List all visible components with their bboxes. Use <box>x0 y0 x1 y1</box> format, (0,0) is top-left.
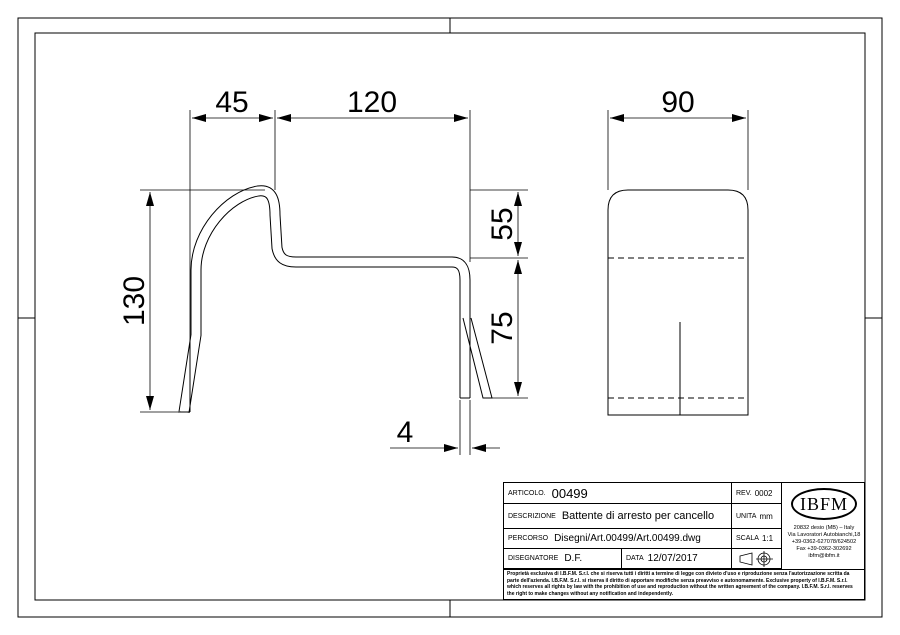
disegnatore-label: DISEGNATORE <box>508 555 559 562</box>
dim-120: 120 <box>347 86 397 119</box>
email: ibfm@ibfm.it <box>808 553 840 559</box>
address-line: 20832 desio (MB) – Italy <box>793 525 855 531</box>
data-value: 12/07/2017 <box>647 553 698 564</box>
scala-label: SCALA <box>736 535 759 542</box>
fax: Fax +39-0362-302692 <box>796 546 852 552</box>
unita-value: mm <box>759 511 773 521</box>
front-view-part <box>178 185 493 413</box>
side-view-part <box>607 189 749 416</box>
articolo-value: 00499 <box>551 485 588 501</box>
dim-90: 90 <box>661 86 694 119</box>
percorso-label: PERCORSO <box>508 535 549 542</box>
rev-value: 0002 <box>754 488 773 498</box>
dimension-lines <box>140 110 749 455</box>
address-line: Via Lavoratori Autobianchi,18 <box>787 532 861 538</box>
company-logo: IBFM 20832 desio (MB) – Italy Via Lavora… <box>781 483 866 569</box>
legal-notice: Proprietà esclusiva di I.B.F.M. S.r.l. c… <box>507 571 853 597</box>
articolo-label: ARTICOLO. <box>508 489 546 497</box>
descrizione-label: DESCRIZIONE <box>508 512 556 520</box>
percorso-value: Disegni/Art.00499/Art.00499.dwg <box>554 533 701 544</box>
scala-value: 1:1 <box>761 534 774 543</box>
ibfm-logo: IBFM <box>791 488 857 520</box>
dim-130: 130 <box>118 276 151 326</box>
dim-4: 4 <box>397 416 414 449</box>
dim-45: 45 <box>215 86 248 119</box>
data-label: DATA <box>626 555 644 562</box>
dim-75: 75 <box>486 311 519 344</box>
disegnatore-value: D.F. <box>564 553 583 564</box>
phone: +39-0362-627078/624502 <box>791 539 857 545</box>
title-block: ARTICOLO. 00499 REV.0002 DESCRIZIONE Bat… <box>503 482 865 600</box>
unita-label: UNITA <box>736 512 757 520</box>
rev-label: REV. <box>736 489 752 497</box>
projection-symbol-icon <box>731 549 781 568</box>
descrizione-value: Battente di arresto per cancello <box>561 510 715 522</box>
dim-55: 55 <box>486 207 519 240</box>
